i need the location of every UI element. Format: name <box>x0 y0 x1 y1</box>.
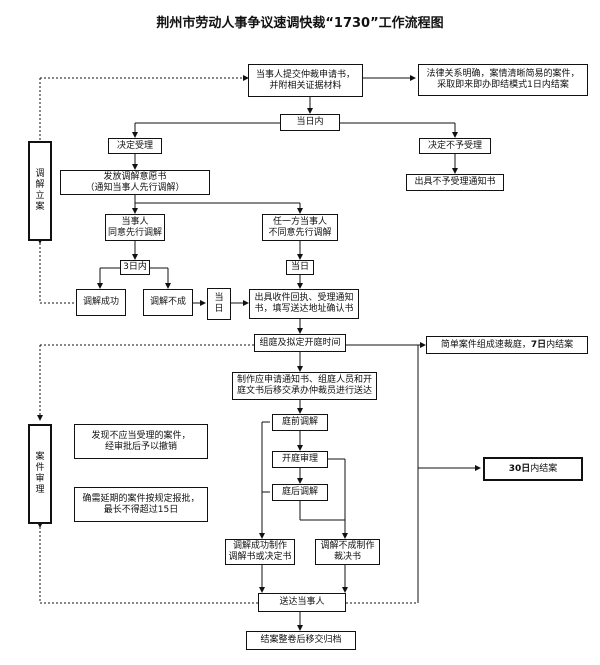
fast-mode-box: 法律关系明确，案情清晰简易的案件， 采取即来即办即结模式1日内结案 <box>418 64 588 96</box>
mediation-notice-box: 发放调解意愿书 （通知当事人先行调解） <box>60 170 210 195</box>
mediation-success-box: 调解成功 <box>76 289 126 316</box>
agree-mediation-box: 当事人 同意先行调解 <box>105 214 165 241</box>
post-trial-mediation-box: 庭后调解 <box>272 484 328 501</box>
thirty-days-num: 30日 <box>508 463 531 474</box>
mediation-case-label: 调 解 立 案 <box>28 141 52 241</box>
trial-box: 开庭审理 <box>272 451 328 468</box>
same-day-box-3: 当 日 <box>207 288 231 320</box>
disagree-mediation-box: 任一方当事人 不同意先行调解 <box>262 214 338 241</box>
accept-box: 决定受理 <box>108 138 162 154</box>
archive-box: 结案整卷后移交归档 <box>246 631 356 650</box>
simple-case-box: 简单案件组成速裁庭，7日内结案 <box>426 336 588 354</box>
mediation-fail-box: 调解不成 <box>143 289 193 316</box>
three-days-box: 3日内 <box>120 260 150 275</box>
pre-trial-mediation-box: 庭前调解 <box>272 414 328 431</box>
page-title: 荆州市劳动人事争议速调快裁“1730”工作流程图 <box>156 16 444 31</box>
thirty-days-suffix: 内结案 <box>530 463 558 474</box>
reject-box: 决定不予受理 <box>419 138 491 154</box>
simple-case-prefix: 简单案件组成速裁庭， <box>440 339 531 350</box>
receipt-box: 出具收件回执、受理通知 书，填写送达地址确认书 <box>249 289 359 319</box>
award-doc-box: 调解不成制作 裁决书 <box>315 539 380 565</box>
submit-box: 当事人提交仲裁申请书， 并附相关证据材料 <box>248 64 363 97</box>
simple-case-days: 7日 <box>530 339 547 350</box>
form-tribunal-box: 组庭及拟定开庭时间 <box>254 334 346 352</box>
simple-case-suffix: 内结案 <box>546 339 574 350</box>
note-withdraw-box: 发现不应当受理的案件， 经审批后予以撤销 <box>74 424 208 459</box>
reject-notice-box: 出具不予受理通知书 <box>406 174 504 191</box>
same-day-box-1: 当日内 <box>280 114 340 131</box>
mediation-doc-box: 调解成功制作 调解书或决定书 <box>225 539 295 565</box>
deliver-box: 送达当事人 <box>258 593 346 612</box>
same-day-box-2: 当日 <box>286 260 314 275</box>
case-review-label: 案 件 审 理 <box>28 424 52 524</box>
prepare-notice-box: 制作应申请通知书、组庭人员和开 庭文书后移交承办仲裁员进行送达 <box>232 372 377 400</box>
thirty-days-box: 30日内结案 <box>483 457 583 481</box>
note-extend-box: 确需延期的案件按规定报批， 最长不得超过15日 <box>74 487 208 522</box>
